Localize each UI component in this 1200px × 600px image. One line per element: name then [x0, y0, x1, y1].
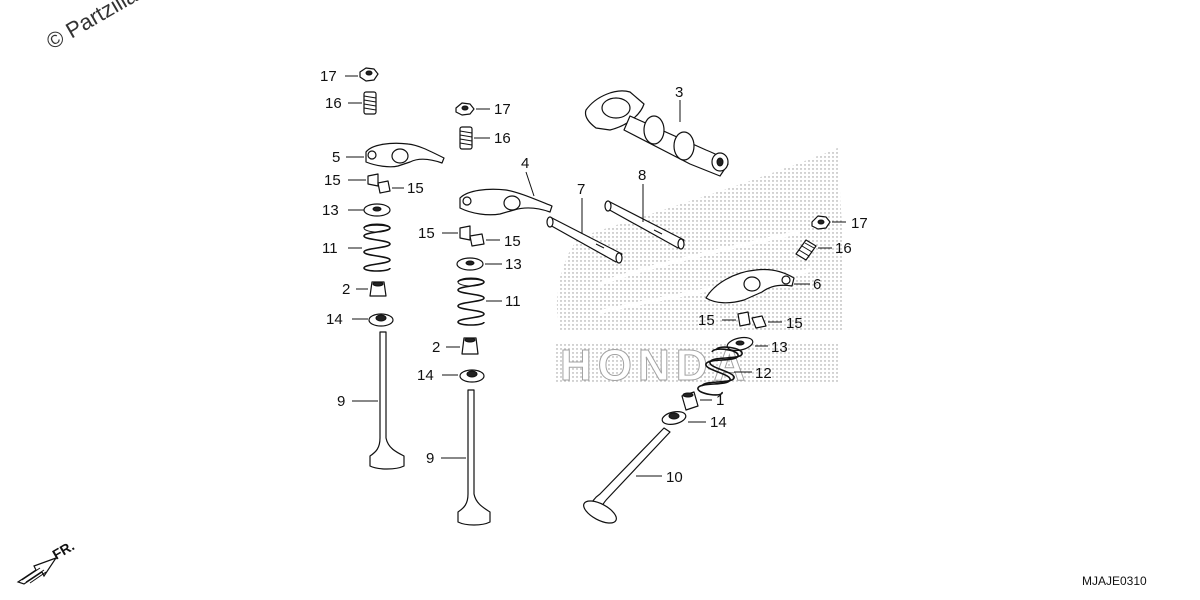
part-valve-cotter[interactable]	[737, 311, 767, 329]
part-spring-seat[interactable]	[459, 369, 485, 383]
part-spring-seat[interactable]	[661, 410, 687, 427]
part-valve[interactable]	[457, 389, 491, 526]
callout-14: 14	[417, 367, 434, 384]
callout-17: 17	[494, 101, 511, 118]
part-rocker-shaft[interactable]	[604, 200, 685, 250]
part-adjusting-screw[interactable]	[459, 126, 473, 150]
right-valve-set: 17 16 6 15 15 13	[580, 215, 868, 528]
part-stem-seal[interactable]	[681, 391, 699, 411]
callout-15: 15	[786, 315, 803, 332]
front-direction-arrow: FR.	[16, 537, 77, 585]
callout-16: 16	[835, 240, 852, 257]
part-valve-spring[interactable]	[363, 223, 391, 272]
callout-15: 15	[407, 180, 424, 197]
part-valve[interactable]	[369, 331, 405, 470]
part-camshaft[interactable]	[584, 90, 729, 177]
callout-15: 15	[504, 233, 521, 250]
watermark: © Partzilla	[42, 0, 142, 54]
part-valve-spring[interactable]	[457, 277, 485, 326]
callout-14: 14	[326, 311, 343, 328]
part-spring-retainer[interactable]	[456, 257, 484, 271]
part-nut[interactable]	[455, 102, 475, 116]
part-rocker-arm[interactable]	[365, 142, 445, 168]
part-adjusting-screw[interactable]	[363, 91, 377, 115]
callout-15: 15	[324, 172, 341, 189]
callout-15: 15	[698, 312, 715, 329]
part-valve-cotter[interactable]	[367, 173, 391, 194]
callout-11: 11	[505, 293, 521, 310]
callout-8: 8	[638, 167, 646, 184]
callout-15: 15	[418, 225, 435, 242]
callout-17: 17	[851, 215, 868, 232]
callout-7: 7	[577, 181, 585, 198]
honda-wing-logo: HONDA	[556, 148, 844, 391]
callout-16: 16	[494, 130, 511, 147]
callout-13: 13	[771, 339, 788, 356]
middle-valve-set: 17 16 4 15 15 13	[417, 101, 553, 526]
part-stem-seal[interactable]	[461, 337, 479, 355]
callout-2: 2	[432, 339, 440, 356]
callout-10: 10	[666, 469, 683, 486]
callout-3: 3	[675, 84, 683, 101]
callout-9: 9	[337, 393, 345, 410]
part-rocker-arm[interactable]	[705, 268, 795, 304]
part-valve[interactable]	[580, 427, 671, 528]
part-rocker-shaft[interactable]	[546, 216, 623, 264]
callout-17: 17	[320, 68, 337, 85]
part-stem-seal[interactable]	[369, 281, 387, 297]
left-valve-set: 17 16 5 15 15 13	[320, 67, 445, 470]
part-adjusting-screw[interactable]	[795, 239, 817, 261]
callout-5: 5	[332, 149, 340, 166]
callout-13: 13	[322, 202, 339, 219]
callout-4: 4	[521, 155, 529, 172]
callout-11: 11	[322, 240, 338, 257]
part-spring-seat[interactable]	[368, 313, 394, 327]
camshaft-group: 3 7 8	[546, 84, 729, 264]
callout-14: 14	[710, 414, 727, 431]
callout-6: 6	[813, 276, 821, 293]
part-nut[interactable]	[359, 67, 379, 82]
callout-1: 1	[716, 392, 724, 409]
part-nut[interactable]	[811, 215, 831, 230]
part-valve-spring[interactable]	[697, 346, 743, 396]
callout-2: 2	[342, 281, 350, 298]
callout-12: 12	[755, 365, 772, 382]
diagram-code: MJAJE0310	[1082, 574, 1147, 588]
callout-9: 9	[426, 450, 434, 467]
part-valve-cotter[interactable]	[459, 225, 485, 247]
callout-16: 16	[325, 95, 342, 112]
part-spring-retainer[interactable]	[726, 335, 754, 352]
part-rocker-arm[interactable]	[459, 188, 553, 216]
callout-13: 13	[505, 256, 522, 273]
part-spring-retainer[interactable]	[363, 203, 391, 217]
